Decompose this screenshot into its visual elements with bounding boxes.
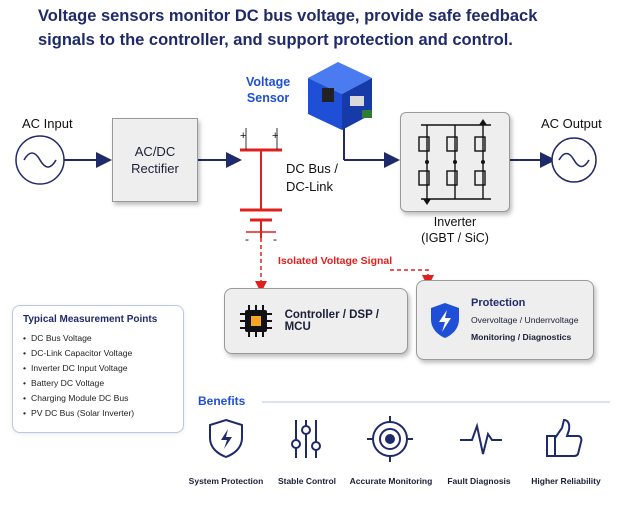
sliders-icon [291, 420, 321, 458]
measurement-item: DC-Link Capacitor Voltage [23, 346, 183, 361]
measurement-item: Charging Module DC Bus [23, 391, 183, 406]
benefit-label: Stable Control [277, 476, 337, 486]
dc-bus-label-line2: DC-Link [286, 179, 333, 194]
minus-left: - [245, 232, 249, 246]
minus-right: - [273, 232, 277, 246]
rectifier-label-line1: AC/DC [134, 144, 176, 159]
dc-bus-lines [240, 128, 282, 238]
voltage-sensor-label-line1: Voltage [246, 75, 291, 89]
plus-left: + [240, 130, 247, 142]
protection-title: Protection [471, 297, 526, 309]
inverter-label-line2: (IGBT / SiC) [421, 231, 489, 245]
rectifier-label-line2: Rectifier [131, 161, 179, 176]
controller-label: Controller / DSP / MCU [284, 309, 379, 333]
protection-line1: Overvoltage / Underrvoltage [471, 315, 579, 325]
benefits-title: Benefits [198, 394, 246, 408]
ac-input-label: AC Input [22, 116, 73, 131]
voltage-sensor-device-icon [308, 62, 372, 130]
benefits-icons [209, 416, 583, 462]
shield-bolt-icon [209, 418, 243, 459]
shield-bolt-icon [431, 303, 459, 338]
thumbs-up-icon [546, 418, 583, 457]
isolated-signal-lines [255, 238, 434, 293]
ac-output-label: AC Output [541, 116, 602, 131]
chip-icon [240, 305, 272, 337]
isolated-signal-label: Isolated Voltage Signal [278, 255, 393, 267]
target-icon [367, 416, 413, 462]
benefit-label: Higher Reliability [531, 476, 601, 486]
dc-bus-label-line1: DC Bus / [286, 161, 339, 176]
measurement-item: DC Bus Voltage [23, 331, 183, 346]
benefit-label: System Protection [188, 476, 264, 486]
dc-bus-label: DC Bus / DC-Link [286, 160, 338, 196]
inverter-label: Inverter (IGBT / SiC) [406, 214, 504, 246]
voltage-sensor-label-line2: Sensor [246, 91, 290, 105]
benefit-label: Fault Diagnosis [447, 476, 511, 486]
voltage-sensor-label: Voltage Sensor [246, 74, 290, 106]
rectifier-block: AC/DC Rectifier [112, 118, 198, 202]
protection-box: Protection Overvoltage / Underrvoltage M… [416, 280, 594, 360]
protection-line2: Monitoring / Diagnostics [471, 332, 572, 342]
igbt-switches-icon [418, 119, 491, 205]
sensor-to-inverter-line [343, 128, 400, 168]
ac-output-load-icon [551, 137, 597, 183]
measurement-item: PV DC Bus (Solar Inverter) [23, 406, 183, 421]
inverter-block [400, 112, 510, 212]
measurement-item: Inverter DC Input Voltage [23, 361, 183, 376]
plus-right: + [272, 130, 279, 142]
measurement-item: Battery DC Voltage [23, 376, 183, 391]
measurement-list: DC Bus Voltage DC-Link Capacitor Voltage… [13, 331, 183, 421]
ac-input-source-icon [15, 135, 65, 185]
measurement-points-panel: Typical Measurement Points DC Bus Voltag… [12, 305, 184, 433]
pulse-icon [460, 422, 502, 455]
measurement-title: Typical Measurement Points [23, 314, 158, 325]
inverter-label-line1: Inverter [433, 215, 477, 229]
headline: Voltage sensors monitor DC bus voltage, … [38, 7, 538, 49]
benefit-label: Accurate Monitoring [349, 476, 433, 486]
controller-box: Controller / DSP / MCU [224, 288, 408, 354]
